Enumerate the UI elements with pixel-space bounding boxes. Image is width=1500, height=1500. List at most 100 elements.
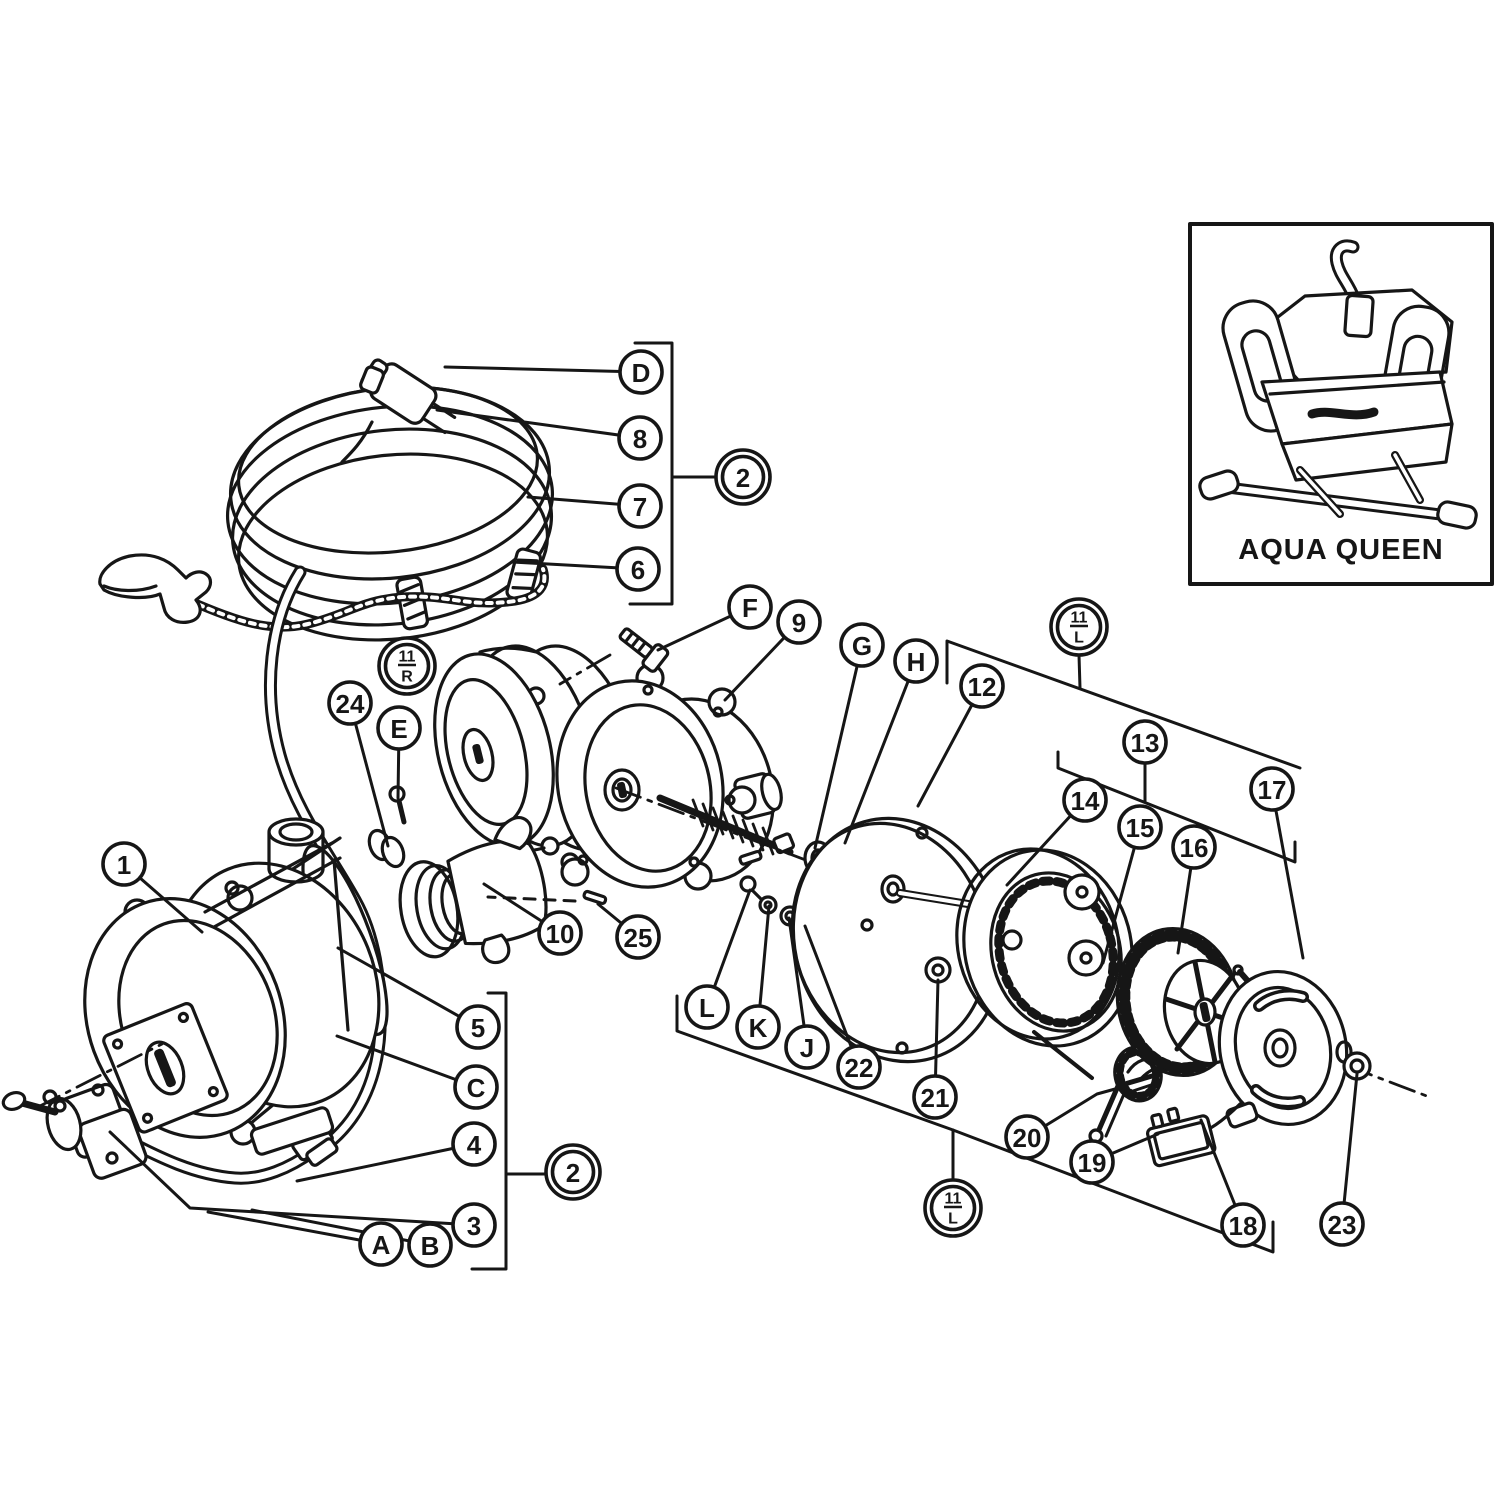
callout-20: 20 bbox=[1004, 1114, 1050, 1160]
callout-A: A bbox=[358, 1221, 404, 1267]
svg-text:1: 1 bbox=[117, 850, 131, 880]
svg-text:H: H bbox=[907, 647, 926, 677]
motor-assembly bbox=[83, 817, 389, 1156]
callout-F: F bbox=[727, 584, 773, 630]
callout-3: 3 bbox=[451, 1202, 497, 1248]
callout-6: 6 bbox=[615, 546, 661, 592]
leader-4 bbox=[295, 1142, 476, 1183]
callout-H: H bbox=[893, 638, 939, 684]
svg-text:12: 12 bbox=[968, 672, 997, 702]
callout-12: 12 bbox=[959, 663, 1005, 709]
aqua-queen-inset: AQUA QUEEN bbox=[1188, 222, 1494, 586]
callout-G: G bbox=[839, 622, 885, 668]
svg-text:17: 17 bbox=[1258, 775, 1287, 805]
callout-brackets bbox=[470, 341, 1302, 1271]
callout-11L-bottom: 11L bbox=[923, 1178, 983, 1238]
bracket-gear-inner bbox=[1056, 750, 1297, 864]
hanger-hook bbox=[98, 553, 213, 624]
callout-19: 19 bbox=[1069, 1139, 1115, 1185]
svg-text:2: 2 bbox=[566, 1158, 580, 1188]
callout-7: 7 bbox=[617, 483, 663, 529]
leader-20 bbox=[1025, 1084, 1128, 1139]
pump-housing bbox=[555, 663, 783, 891]
svg-text:D: D bbox=[632, 358, 651, 388]
callout-17: 17 bbox=[1249, 766, 1295, 812]
svg-text:19: 19 bbox=[1078, 1148, 1107, 1178]
callout-22: 22 bbox=[836, 1044, 882, 1090]
svg-text:13: 13 bbox=[1131, 728, 1160, 758]
pool-cleaner-drawing bbox=[1198, 239, 1478, 530]
cluster-gear bbox=[1113, 926, 1248, 1103]
callout-8: 8 bbox=[617, 415, 663, 461]
callout-B: B bbox=[407, 1222, 453, 1268]
svg-text:A: A bbox=[372, 1230, 391, 1260]
power-cord-coil bbox=[225, 385, 555, 642]
callout-14: 14 bbox=[1062, 777, 1108, 823]
callout-25: 25 bbox=[615, 914, 661, 960]
lanyard-rope bbox=[183, 564, 549, 632]
svg-text:L: L bbox=[1074, 630, 1084, 647]
callout-1: 1 bbox=[101, 841, 147, 887]
leader-C bbox=[335, 1034, 478, 1089]
callout-15: 15 bbox=[1117, 804, 1163, 850]
callout-16: 16 bbox=[1171, 824, 1217, 870]
svg-text:21: 21 bbox=[921, 1083, 950, 1113]
callout-11R: 11R bbox=[377, 636, 437, 696]
svg-text:G: G bbox=[852, 631, 872, 661]
leader-15 bbox=[1101, 825, 1142, 965]
pin-25 bbox=[486, 889, 608, 906]
leader-D bbox=[443, 365, 643, 374]
callout-2-top: 2 bbox=[714, 448, 772, 506]
svg-text:L: L bbox=[699, 993, 715, 1023]
leader-3 bbox=[108, 1130, 476, 1227]
callout-L: L bbox=[684, 984, 730, 1030]
callout-11L-top: 11L bbox=[1049, 597, 1109, 657]
callout-C: C bbox=[453, 1064, 499, 1110]
leader-H bbox=[843, 659, 918, 845]
leader-A bbox=[206, 1210, 383, 1246]
bracket-cord-group bbox=[628, 341, 674, 606]
svg-text:L: L bbox=[948, 1211, 958, 1228]
svg-text:23: 23 bbox=[1328, 1210, 1357, 1240]
svg-text:C: C bbox=[467, 1073, 486, 1103]
callout-K: K bbox=[735, 1004, 781, 1050]
svg-text:F: F bbox=[742, 593, 758, 623]
svg-text:9: 9 bbox=[792, 608, 806, 638]
leader-24 bbox=[348, 701, 390, 848]
svg-text:E: E bbox=[390, 714, 407, 744]
svg-text:6: 6 bbox=[631, 555, 645, 585]
leader-23 bbox=[1340, 1072, 1359, 1226]
svg-text:B: B bbox=[421, 1231, 440, 1261]
leader-22 bbox=[803, 924, 861, 1069]
callout-21: 21 bbox=[912, 1074, 958, 1120]
micro-switch-assembly bbox=[1032, 1030, 1242, 1168]
callout-J: J bbox=[784, 1024, 830, 1070]
mount-bracket-assembly bbox=[1, 1082, 148, 1180]
svg-text:16: 16 bbox=[1180, 833, 1209, 863]
svg-text:2: 2 bbox=[736, 463, 750, 493]
callout-E: E bbox=[376, 705, 422, 751]
callout-4: 4 bbox=[451, 1121, 497, 1167]
svg-text:25: 25 bbox=[624, 923, 653, 953]
bracket-motor-group bbox=[470, 991, 508, 1271]
leader-G bbox=[813, 643, 864, 850]
svg-text:22: 22 bbox=[845, 1053, 874, 1083]
callout-2-bottom: 2 bbox=[544, 1143, 602, 1201]
bracket-screw bbox=[1, 1089, 67, 1116]
svg-text:K: K bbox=[749, 1013, 768, 1043]
svg-text:14: 14 bbox=[1071, 786, 1100, 816]
svg-text:11: 11 bbox=[399, 649, 416, 666]
carry-handle bbox=[203, 841, 350, 1032]
svg-text:24: 24 bbox=[336, 689, 365, 719]
svg-text:11: 11 bbox=[1071, 610, 1088, 627]
callout-23: 23 bbox=[1319, 1201, 1365, 1247]
bolt-F bbox=[618, 627, 670, 673]
callout-24: 24 bbox=[327, 680, 373, 726]
connector-11L-top bbox=[1077, 653, 1082, 690]
leader-17 bbox=[1270, 787, 1305, 960]
svg-text:8: 8 bbox=[633, 424, 647, 454]
callout-5: 5 bbox=[455, 1004, 501, 1050]
svg-text:18: 18 bbox=[1229, 1211, 1258, 1241]
callout-10: 10 bbox=[537, 910, 583, 956]
